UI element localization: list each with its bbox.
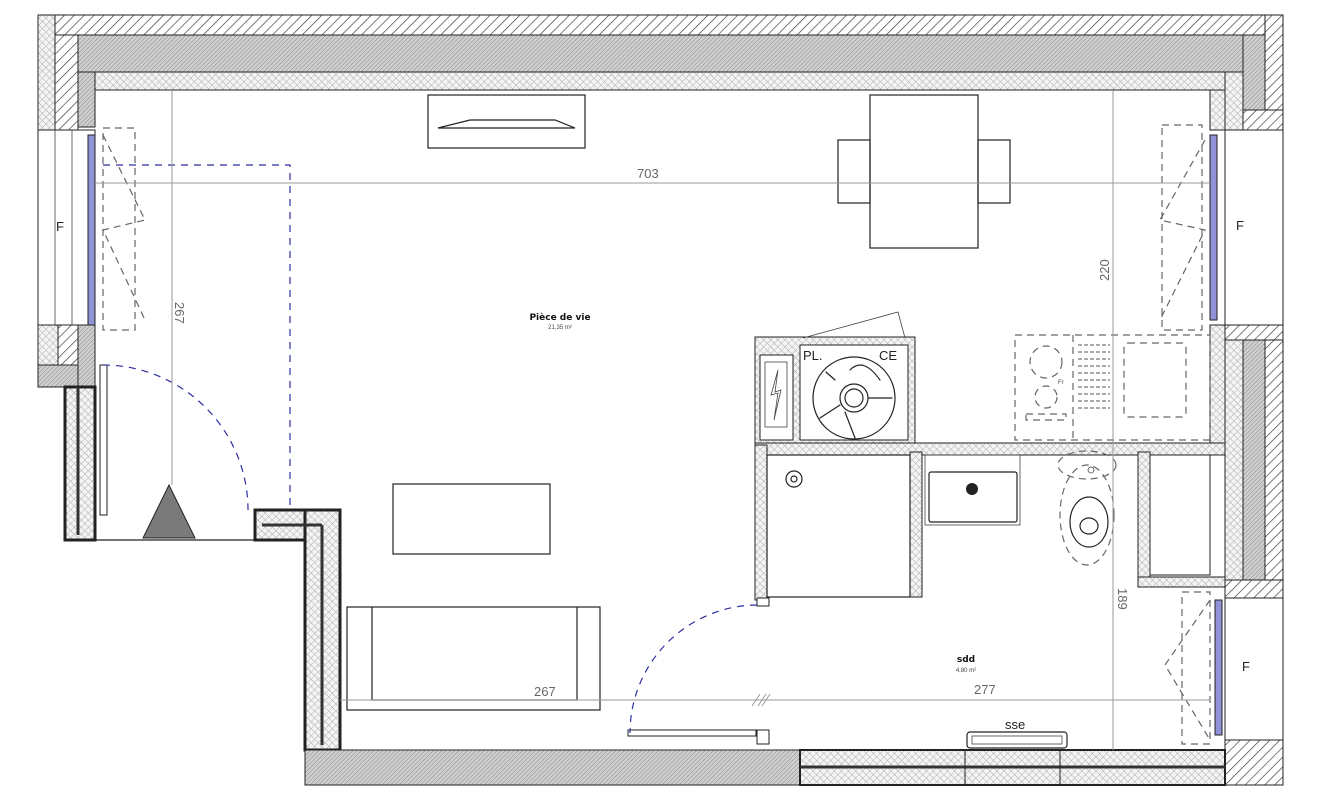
- window-right-bottom: F: [1164, 591, 1284, 745]
- window-left-label: F: [56, 219, 64, 234]
- hob-burner-icon: [1034, 385, 1058, 409]
- window-right-top: F: [1159, 124, 1284, 331]
- shaft-ce-label: CE: [879, 348, 897, 363]
- shower: [766, 454, 911, 598]
- room-bathroom-area: 4,80 m²: [956, 668, 976, 674]
- shower-drain-icon: [785, 470, 803, 488]
- exterior-walls: [37, 14, 1284, 786]
- technical-shaft: PL. CE: [754, 311, 916, 446]
- room-bathroom-name: sdd: [957, 655, 975, 665]
- electric-icon: [770, 369, 782, 421]
- dim-living-width: 703: [637, 166, 659, 181]
- dim-kitchen-depth: 220: [1097, 259, 1112, 281]
- bathroom-door: [627, 597, 770, 745]
- dim-bath-depth: 189: [1115, 588, 1130, 610]
- console-furniture: [427, 94, 586, 149]
- coffee-table: [392, 483, 551, 555]
- dim-bottom-left: 267: [534, 684, 556, 699]
- room-living-name: Pièce de vie: [529, 312, 590, 323]
- dim-living-depth: 267: [172, 302, 187, 324]
- entrance-door: [95, 164, 291, 541]
- window-right-bottom-label: F: [1242, 659, 1250, 674]
- window-right-top-label: F: [1236, 218, 1244, 233]
- fridge-label: Fr: [1058, 380, 1064, 386]
- window-left: F: [37, 127, 146, 331]
- radiator-label: sse: [1005, 717, 1025, 732]
- shaft-pl-label: PL.: [803, 348, 823, 363]
- hob-burner-icon: [1029, 345, 1063, 379]
- dining-table: [837, 94, 1011, 249]
- dim-bottom-right: 277: [974, 682, 996, 697]
- entry-marker-icon: [142, 483, 196, 539]
- sofa: [346, 606, 601, 711]
- bathroom-cupboard: [1149, 454, 1211, 576]
- bathroom-walls: [754, 442, 1226, 601]
- water-heater-icon: [812, 356, 896, 440]
- kitchen-sink: [1123, 342, 1187, 418]
- room-living-area: 21,35 m²: [548, 325, 572, 331]
- dimension-lines: 703 267 220 189 267 277: [95, 90, 1210, 750]
- drain-icon: [966, 483, 978, 495]
- washbasin: [924, 454, 1021, 526]
- toilet: [1057, 450, 1117, 566]
- bathroom-radiator: sse: [966, 717, 1068, 749]
